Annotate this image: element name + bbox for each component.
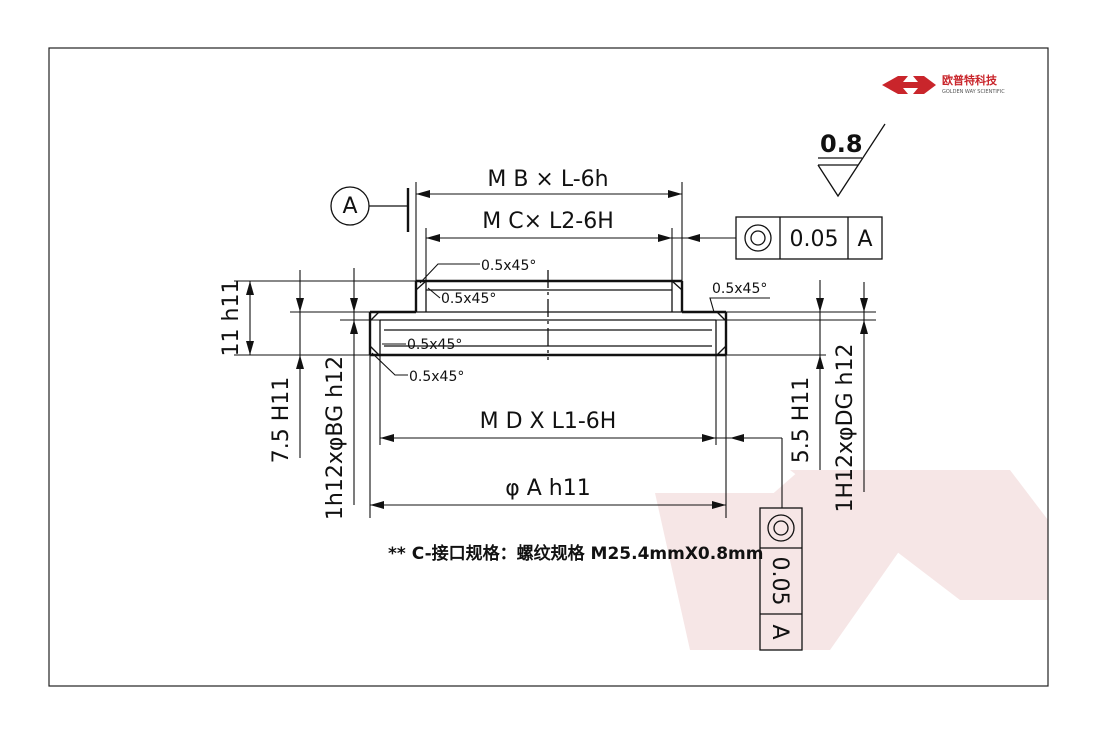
company-logo: 欧普特科技 GOLDEN WAY SCIENTIFIC: [882, 73, 1005, 95]
tolerance-frame-lower: 0.05 A: [759, 507, 803, 651]
dim-dg: 1H12xφDG h12: [833, 282, 868, 513]
dim-h-55-label: 5.5 H11: [789, 377, 814, 464]
watermark-logo: [655, 470, 1048, 650]
tolerance-lower-datum: A: [767, 624, 792, 639]
dim-bg-label: 1h12xφBG h12: [323, 356, 348, 520]
chamfer-label-4: 0.5x45°: [407, 337, 462, 353]
dim-dg-label: 1H12xφDG h12: [833, 344, 858, 513]
tolerance-upper-datum: A: [857, 227, 872, 252]
tolerance-frame-upper: 0.05 A: [735, 216, 883, 260]
dim-thread-b-label: M B × L-6h: [487, 167, 608, 192]
dim-h-11: 11 h11: [219, 280, 254, 357]
dim-thread-d: M D X L1-6H: [380, 409, 783, 508]
extension-lines: [234, 182, 876, 518]
concentricity-icon: [767, 514, 795, 542]
logo-company-cn: 欧普特科技: [942, 73, 998, 87]
dim-thread-c-label: M C× L2-6H: [482, 209, 614, 234]
dim-dia-a: φ A h11: [370, 476, 726, 509]
dim-h-75: 7.5 H11: [269, 270, 304, 463]
dim-thread-d-label: M D X L1-6H: [480, 409, 617, 434]
dim-bg: 1h12xφBG h12: [323, 268, 358, 520]
roughness-value: 0.8: [820, 130, 863, 158]
tolerance-upper-value: 0.05: [790, 227, 839, 252]
dim-dia-a-label: φ A h11: [505, 476, 591, 501]
logo-company-en: GOLDEN WAY SCIENTIFIC: [942, 89, 1005, 95]
dim-thread-b: M B × L-6h: [416, 167, 682, 198]
chamfer-callouts: 0.5x45° 0.5x45° 0.5x45° 0.5x45° 0.5x45°: [371, 258, 770, 385]
drawing-frame: [48, 47, 1049, 687]
part-section: [368, 270, 728, 360]
dim-h-55: 5.5 H11: [726, 280, 826, 470]
dim-h-75-label: 7.5 H11: [269, 377, 294, 464]
chamfer-label-3: 0.5x45°: [712, 281, 767, 297]
datum-a-symbol: A: [330, 186, 410, 232]
datum-label: A: [342, 194, 357, 219]
dim-thread-c: M C× L2-6H: [426, 209, 736, 242]
chamfer-label-2: 0.5x45°: [441, 291, 496, 307]
chamfer-label-5: 0.5x45°: [409, 369, 464, 385]
tolerance-lower-value: 0.05: [767, 557, 792, 606]
concentricity-icon: [744, 224, 772, 252]
surface-roughness-symbol: 0.8: [817, 123, 886, 198]
spec-note: ** C-接口规格：螺纹规格 M25.4mmX0.8mm: [388, 543, 763, 564]
chamfer-label-1: 0.5x45°: [481, 258, 536, 274]
dim-h-11-label: 11 h11: [219, 280, 244, 357]
